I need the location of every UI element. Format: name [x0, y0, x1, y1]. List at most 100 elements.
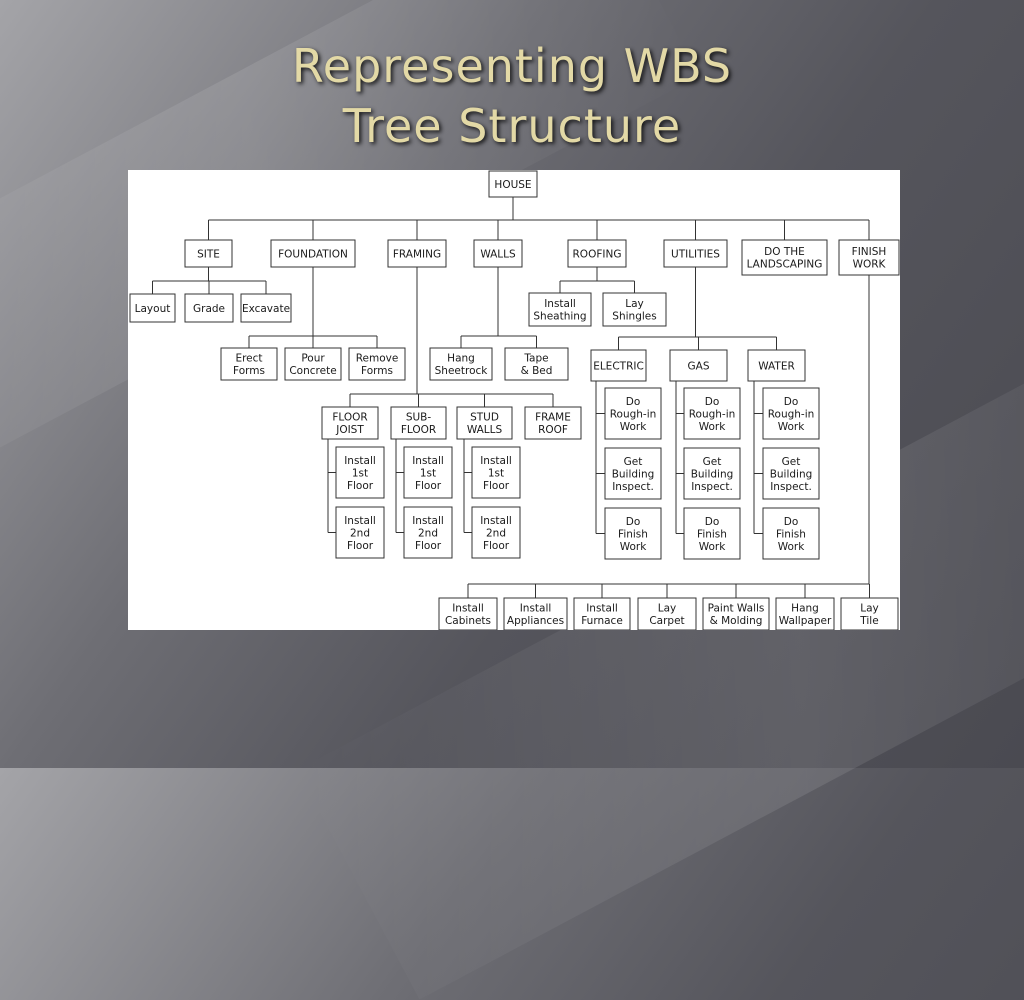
wbs-node-label: Wallpaper	[779, 615, 832, 627]
wbs-node-label: FINISH	[852, 246, 887, 258]
wbs-node-label: Get	[782, 456, 801, 468]
wbs-node-box	[747, 349, 806, 382]
wbs-node-box	[669, 349, 728, 382]
wbs-node-box	[335, 506, 385, 559]
wbs-node-label: 2nd	[418, 527, 438, 539]
wbs-node-label: Work	[778, 541, 806, 553]
wbs-node-label: Install	[544, 298, 576, 310]
wbs-node-box	[471, 446, 521, 499]
wbs-node-box	[567, 239, 627, 268]
wbs-node-label: WALLS	[480, 248, 516, 260]
wbs-node-box	[702, 597, 770, 630]
wbs-node-label: HOUSE	[494, 179, 531, 191]
wbs-node-label: Cabinets	[445, 615, 491, 627]
wbs-node-box	[438, 597, 498, 630]
wbs-node-label: LANDSCAPING	[747, 259, 823, 271]
wbs-node-label: Do	[626, 516, 641, 528]
wbs-node-box	[471, 506, 521, 559]
wbs-node-box	[240, 293, 292, 323]
wbs-node-label: 2nd	[486, 527, 506, 539]
wbs-node-label: Erect	[235, 353, 262, 365]
wbs-node-label: Lay	[625, 298, 644, 310]
wbs-node-label: SITE	[197, 248, 220, 260]
wbs-node-label: Do	[784, 396, 799, 408]
wbs-node-label: UTILITIES	[671, 248, 720, 260]
wbs-node-label: Do	[705, 516, 720, 528]
wbs-node-label: Inspect.	[612, 481, 654, 493]
wbs-node-label: Finish	[697, 528, 727, 540]
wbs-node-label: Install	[480, 455, 512, 467]
wbs-node-label: Layout	[135, 303, 171, 315]
wbs-node-box	[387, 239, 447, 268]
wbs-node-label: DO THE	[764, 246, 805, 258]
wbs-node-walls: WALLS	[473, 239, 523, 268]
wbs-node-label: Lay	[658, 603, 677, 615]
wbs-node-box	[762, 447, 820, 500]
wbs-node-label: Remove	[356, 353, 399, 365]
wbs-node-box	[762, 507, 820, 560]
wbs-node-box	[604, 507, 662, 560]
wbs-node-roofing: ROOFING	[567, 239, 627, 268]
wbs-node-box	[741, 239, 828, 276]
wbs-node-label: Forms	[361, 365, 393, 377]
wbs-node-box	[429, 347, 493, 381]
wbs-node-label: Inspect.	[691, 481, 733, 493]
wbs-node-label: ELECTRIC	[593, 360, 644, 372]
wbs-node-layout: Layout	[129, 293, 176, 323]
wbs-node-label: & Molding	[710, 615, 763, 627]
wbs-node-label: SUB-	[406, 412, 432, 424]
wbs-node-box	[321, 406, 379, 440]
wbs-node-box	[403, 446, 453, 499]
wbs-node-label: Inspect.	[770, 481, 812, 493]
wbs-node-label: 1st	[352, 467, 368, 479]
wbs-node-box	[284, 347, 342, 381]
wbs-node-label: Sheetrock	[435, 365, 489, 377]
wbs-node-box	[504, 347, 569, 381]
wbs-node-box	[184, 293, 234, 323]
wbs-node-label: Install	[520, 603, 552, 615]
wbs-node-label: Paint Walls	[708, 603, 765, 615]
wbs-node-label: Floor	[347, 480, 374, 492]
wbs-node-label: GAS	[688, 360, 710, 372]
wbs-node-label: 2nd	[350, 527, 370, 539]
wbs-node-label: Get	[624, 456, 643, 468]
wbs-node-sub-floor: SUB-FLOOR	[390, 406, 447, 440]
wbs-node-label: Finish	[776, 528, 806, 540]
wbs-node-label: Excavate	[242, 303, 290, 315]
wbs-node-label: Sheathing	[533, 311, 586, 323]
wbs-node-electric: ELECTRIC	[590, 349, 647, 382]
wbs-node-foundation: FOUNDATION	[270, 239, 356, 268]
wbs-node-label: Work	[699, 421, 727, 433]
wbs-node-box	[348, 347, 406, 381]
wbs-node-label: Install	[412, 515, 444, 527]
wbs-node-label: Get	[703, 456, 722, 468]
wbs-node-label: Floor	[415, 480, 442, 492]
wbs-node-box	[488, 170, 538, 198]
wbs-node-box	[503, 597, 568, 630]
wbs-node-box	[602, 292, 667, 327]
wbs-node-label: Floor	[415, 540, 442, 552]
wbs-node-box	[775, 597, 835, 630]
